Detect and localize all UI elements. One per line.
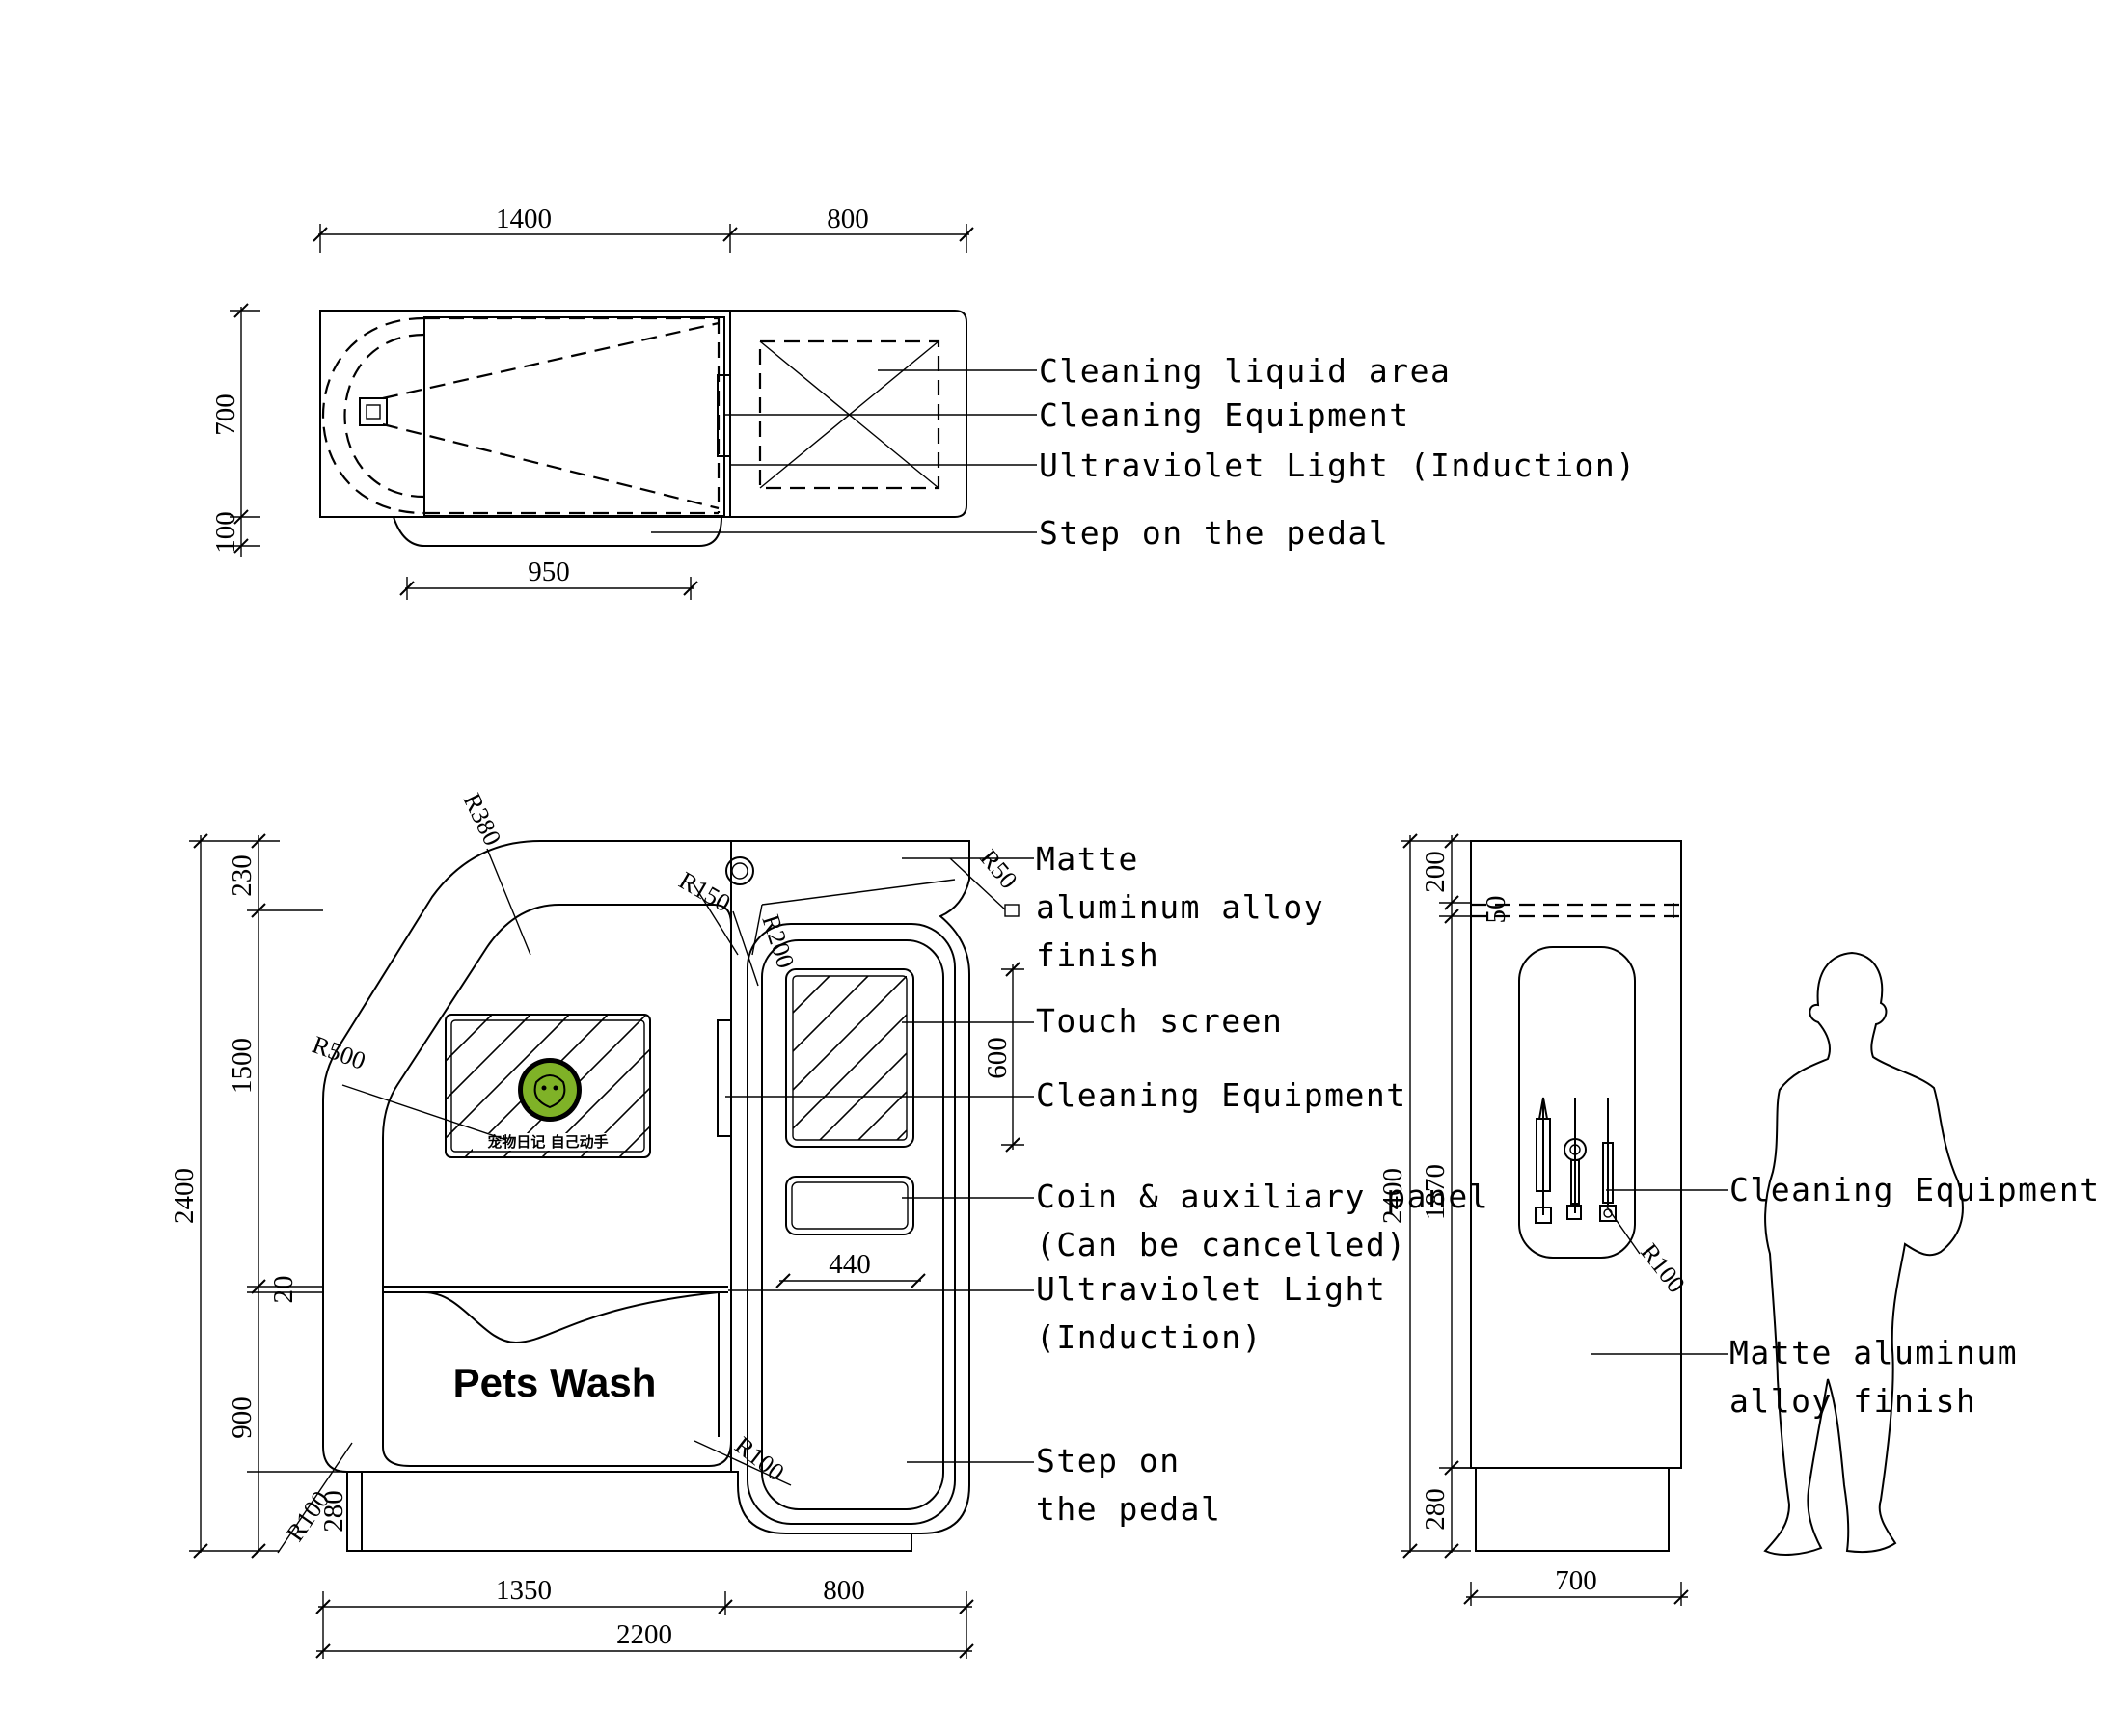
plan-dim-950: 950 (528, 556, 570, 587)
side-dim-280: 280 (1420, 1488, 1451, 1531)
front-height-dimensions: 2400 230 1500 20 900 280 (169, 833, 349, 1559)
front-display-window: 宠物日记 自己动手 (445, 1014, 651, 1158)
plan-dim-700: 700 (210, 393, 241, 436)
shower-head-icon (1564, 1098, 1587, 1220)
side-body (1452, 840, 1682, 1552)
side-dim-700: 700 (1555, 1565, 1597, 1596)
front-dim-1350: 1350 (496, 1575, 552, 1606)
side-width-dimension: 700 (1463, 1565, 1689, 1606)
brush-icon (1535, 1097, 1552, 1224)
label-cleaning-liquid-area: Cleaning liquid area (1039, 352, 1451, 390)
front-top-logo-icon (725, 856, 754, 885)
front-dim-440: 440 (829, 1249, 871, 1280)
radius-r200: R200 (756, 911, 800, 972)
plan-equipment-panel (717, 374, 731, 457)
label-matte-2: aluminum alloy (1036, 888, 1324, 926)
side-dim-50: 50 (1481, 896, 1511, 924)
label-side-matte-2: alloy finish (1729, 1382, 1976, 1420)
side-radius-r100: R100 (1635, 1238, 1691, 1298)
label-plan-cleaning-equipment: Cleaning Equipment (1039, 396, 1410, 434)
plan-height-dimension: 700 100 (210, 303, 260, 557)
side-dim-1870: 1870 (1420, 1164, 1451, 1220)
side-height-dimensions: 2400 200 50 1870 280 (1377, 833, 1511, 1559)
front-dim-230: 230 (227, 854, 258, 897)
front-body (322, 840, 1020, 1552)
plan-dim-800: 800 (827, 203, 869, 234)
front-dim-280: 280 (318, 1490, 349, 1533)
side-equipment-recess (1518, 946, 1636, 1259)
front-dim-20: 20 (268, 1276, 299, 1304)
front-width-dimensions: 1350 800 2200 (315, 1575, 974, 1659)
plan-body (319, 310, 967, 547)
nozzle-icon (1599, 1098, 1617, 1222)
label-front-cleaning-equipment: Cleaning Equipment (1036, 1076, 1407, 1114)
label-side-matte-1: Matte aluminum (1729, 1334, 2018, 1371)
plan-dim-100: 100 (210, 511, 241, 554)
front-dim-2200: 2200 (616, 1619, 672, 1650)
plan-view: 1400 800 700 100 (210, 203, 1637, 600)
label-uv-2: (Induction) (1036, 1318, 1263, 1356)
plan-width-dimension: 1400 800 (313, 203, 974, 253)
front-dim-900: 900 (227, 1397, 258, 1439)
label-matte-3: finish (1036, 936, 1159, 974)
side-dim-200: 200 (1420, 851, 1451, 893)
radius-r380: R380 (458, 789, 507, 850)
front-annotations: Matte aluminum alloy finish Touch screen… (725, 840, 1489, 1528)
label-touch-screen: Touch screen (1036, 1002, 1283, 1040)
side-dim-2400: 2400 (1377, 1168, 1408, 1224)
plan-dim-1400: 1400 (496, 203, 552, 234)
front-touch-screen (785, 968, 914, 1148)
label-matte-1: Matte (1036, 840, 1139, 878)
label-uv-1: Ultraviolet Light (1036, 1270, 1386, 1308)
plan-pedal-dimension: 950 (399, 556, 698, 600)
front-coin-panel (785, 1176, 914, 1235)
label-pedal-1: Step on (1036, 1442, 1181, 1479)
pet-logo-text: 宠物日记 自己动手 (487, 1133, 608, 1151)
side-cleaning-tools (1535, 1097, 1617, 1224)
front-radii: R380 R150 R200 R50 R500 R100 R100 (277, 789, 1022, 1554)
plan-drain (359, 397, 388, 426)
front-screen-dimension: 600 (982, 962, 1024, 1153)
front-dim-2400: 2400 (169, 1168, 200, 1224)
front-dim-800: 800 (823, 1575, 865, 1606)
label-coin-panel-1: Coin & auxiliary panel (1036, 1178, 1489, 1215)
label-plan-ultraviolet-light: Ultraviolet Light (Induction) (1039, 447, 1637, 484)
label-coin-panel-2: (Can be cancelled) (1036, 1226, 1407, 1263)
side-annotations: Cleaning Equipment Matte aluminum alloy … (1592, 1171, 2101, 1420)
front-panel-dimension: 440 (775, 1249, 926, 1288)
radius-r500: R500 (309, 1030, 369, 1075)
label-pedal-2: the pedal (1036, 1490, 1221, 1528)
label-side-cleaning-equipment: Cleaning Equipment (1729, 1171, 2101, 1208)
front-base (346, 1471, 363, 1552)
plan-annotations: Cleaning liquid area Cleaning Equipment … (651, 352, 1637, 552)
front-equipment-panel (717, 1019, 732, 1137)
side-view: 2400 200 50 1870 280 (1377, 833, 2101, 1606)
radius-r50: R50 (974, 844, 1022, 894)
label-plan-step-pedal: Step on the pedal (1039, 514, 1389, 552)
human-silhouette (1763, 951, 1964, 1556)
front-dim-600: 600 (982, 1037, 1013, 1079)
pets-wash-brand: Pets Wash (453, 1360, 657, 1405)
front-dim-1500: 1500 (227, 1038, 258, 1094)
front-view: 2400 230 1500 20 900 280 (169, 789, 1489, 1659)
